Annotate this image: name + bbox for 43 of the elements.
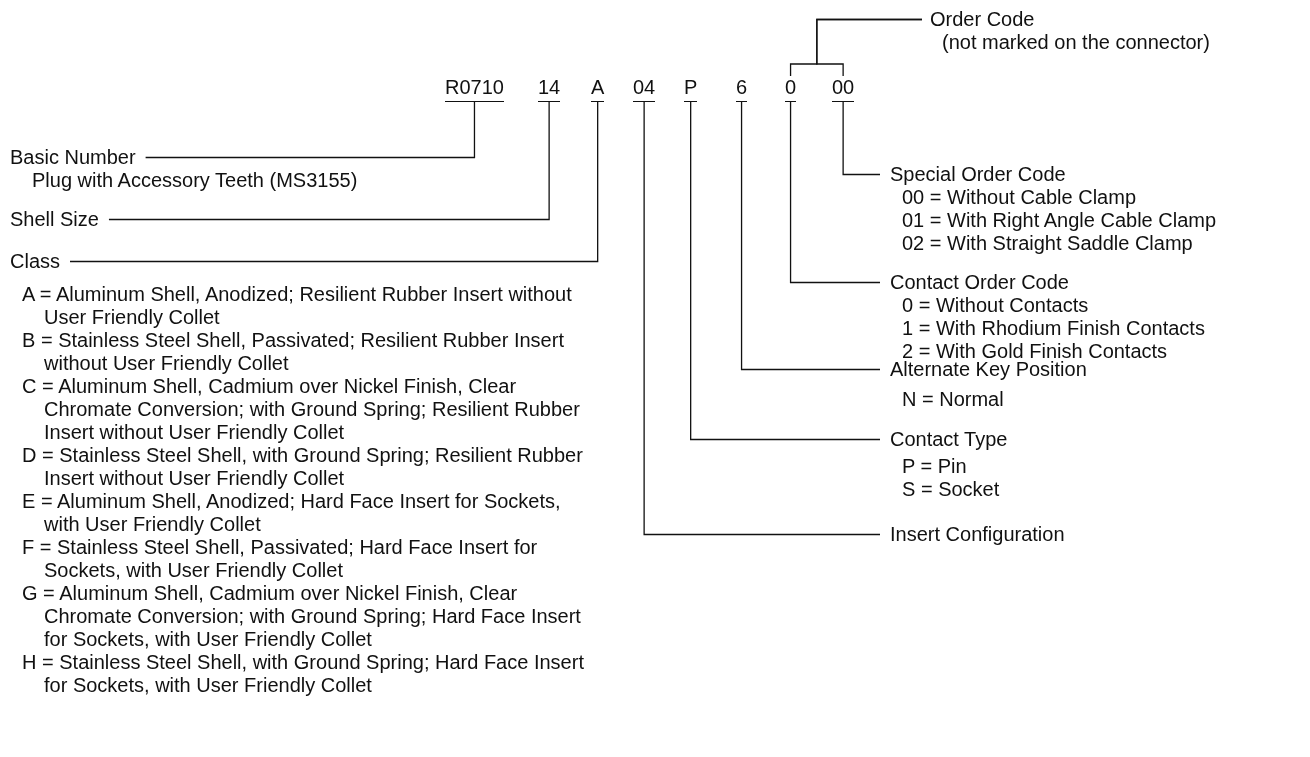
option-text: S = Socket xyxy=(902,478,1000,501)
option-text: 1 = With Rhodium Finish Contacts xyxy=(902,317,1205,340)
option-text: C = Aluminum Shell, Cadmium over Nickel Finish, Clear Chromate Conversion; with Ground Spring; Resilient Rubber Insert without User Friendly Collet xyxy=(22,375,581,444)
field-title: Basic Number xyxy=(10,146,136,169)
field-title: Contact Type xyxy=(890,428,1008,451)
option-text: G = Aluminum Shell, Cadmium over Nickel Finish, Clear Chromate Conversion; with Ground Spring; Hard Face Insert for Sockets, with User Friendly Collet xyxy=(22,582,582,651)
option-text: H = Stainless Steel Shell, with Ground Spring; Hard Face Insert for Sockets, with User Friendly Collet xyxy=(22,651,585,697)
option-text: 01 = With Right Angle Cable Clamp xyxy=(902,209,1217,232)
leader-line xyxy=(144,101,476,159)
code-segment: R0710 xyxy=(445,76,504,102)
field-description: (not marked on the connector) xyxy=(942,31,1210,54)
field-title: Order Code xyxy=(930,8,1035,31)
option-text: D = Stainless Steel Shell, with Ground Spring; Resilient Rubber Insert without User Friendly Collet xyxy=(22,444,584,490)
code-segment: 14 xyxy=(538,76,561,102)
code-segment: A xyxy=(591,76,605,102)
option-text: P = Pin xyxy=(902,455,967,478)
code-segment: 00 xyxy=(832,76,855,102)
field-title: Insert Configuration xyxy=(890,523,1065,546)
option-text: B = Stainless Steel Shell, Passivated; Resilient Rubber Insert without User Friendly Collet xyxy=(22,329,565,375)
code-segment: 04 xyxy=(633,76,656,102)
leader-line xyxy=(842,101,881,176)
code-segment: 0 xyxy=(785,76,797,102)
field-title: Special Order Code xyxy=(890,163,1066,186)
option-text: 0 = Without Contacts xyxy=(902,294,1089,317)
option-text: A = Aluminum Shell, Anodized; Resilient Rubber Insert without User Friendly Collet xyxy=(22,283,573,329)
field-title: Shell Size xyxy=(10,208,99,231)
leader-line xyxy=(643,101,881,536)
code-segment: 6 xyxy=(736,76,748,102)
option-text: 00 = Without Cable Clamp xyxy=(902,186,1136,209)
code-segment: P xyxy=(684,76,698,102)
field-description: N = Normal xyxy=(902,388,1004,411)
field-title: Contact Order Code xyxy=(890,271,1069,294)
leader-line xyxy=(789,101,881,284)
option-text: 02 = With Straight Saddle Clamp xyxy=(902,232,1193,255)
leader-line xyxy=(690,101,881,441)
leader-line xyxy=(816,18,923,77)
option-text: E = Aluminum Shell, Anodized; Hard Face Insert for Sockets, with User Friendly Collet xyxy=(22,490,562,536)
leader-line xyxy=(108,101,550,221)
leader-line xyxy=(740,101,881,371)
field-title: Class xyxy=(10,250,60,273)
leader-line xyxy=(69,101,599,263)
field-description: Plug with Accessory Teeth (MS3155) xyxy=(32,169,358,192)
option-text: F = Stainless Steel Shell, Passivated; Hard Face Insert for Sockets, with User Friendly Collet xyxy=(22,536,539,582)
